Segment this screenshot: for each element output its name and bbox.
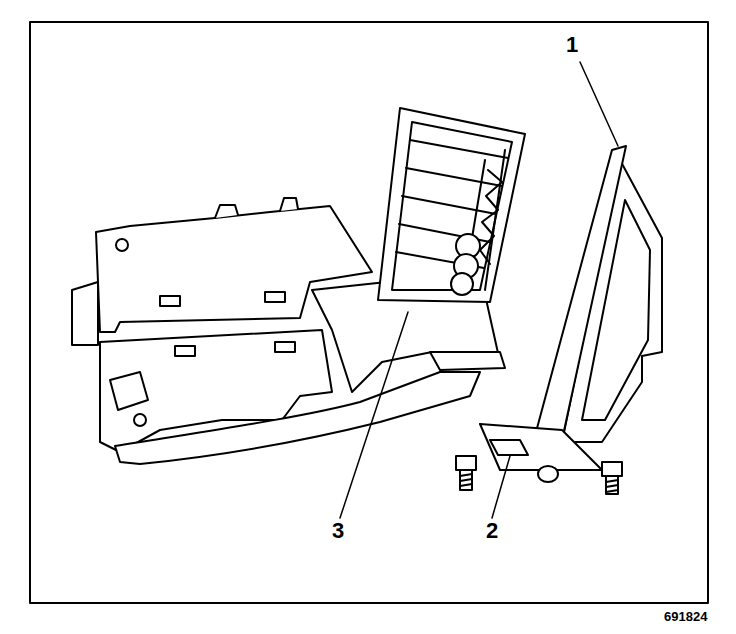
figure-frame <box>30 22 708 603</box>
leader-line <box>340 312 408 518</box>
figure-number: 691824 <box>664 610 707 623</box>
leader-lines <box>340 62 618 518</box>
fasteners <box>456 456 622 494</box>
leader-line <box>580 62 618 146</box>
leader-line <box>492 456 510 518</box>
callout-number: 2 <box>486 520 498 542</box>
callout-number: 3 <box>332 520 344 542</box>
heater-core <box>378 108 525 302</box>
evaporator-housing <box>480 146 662 470</box>
callout-number: 1 <box>566 34 578 56</box>
